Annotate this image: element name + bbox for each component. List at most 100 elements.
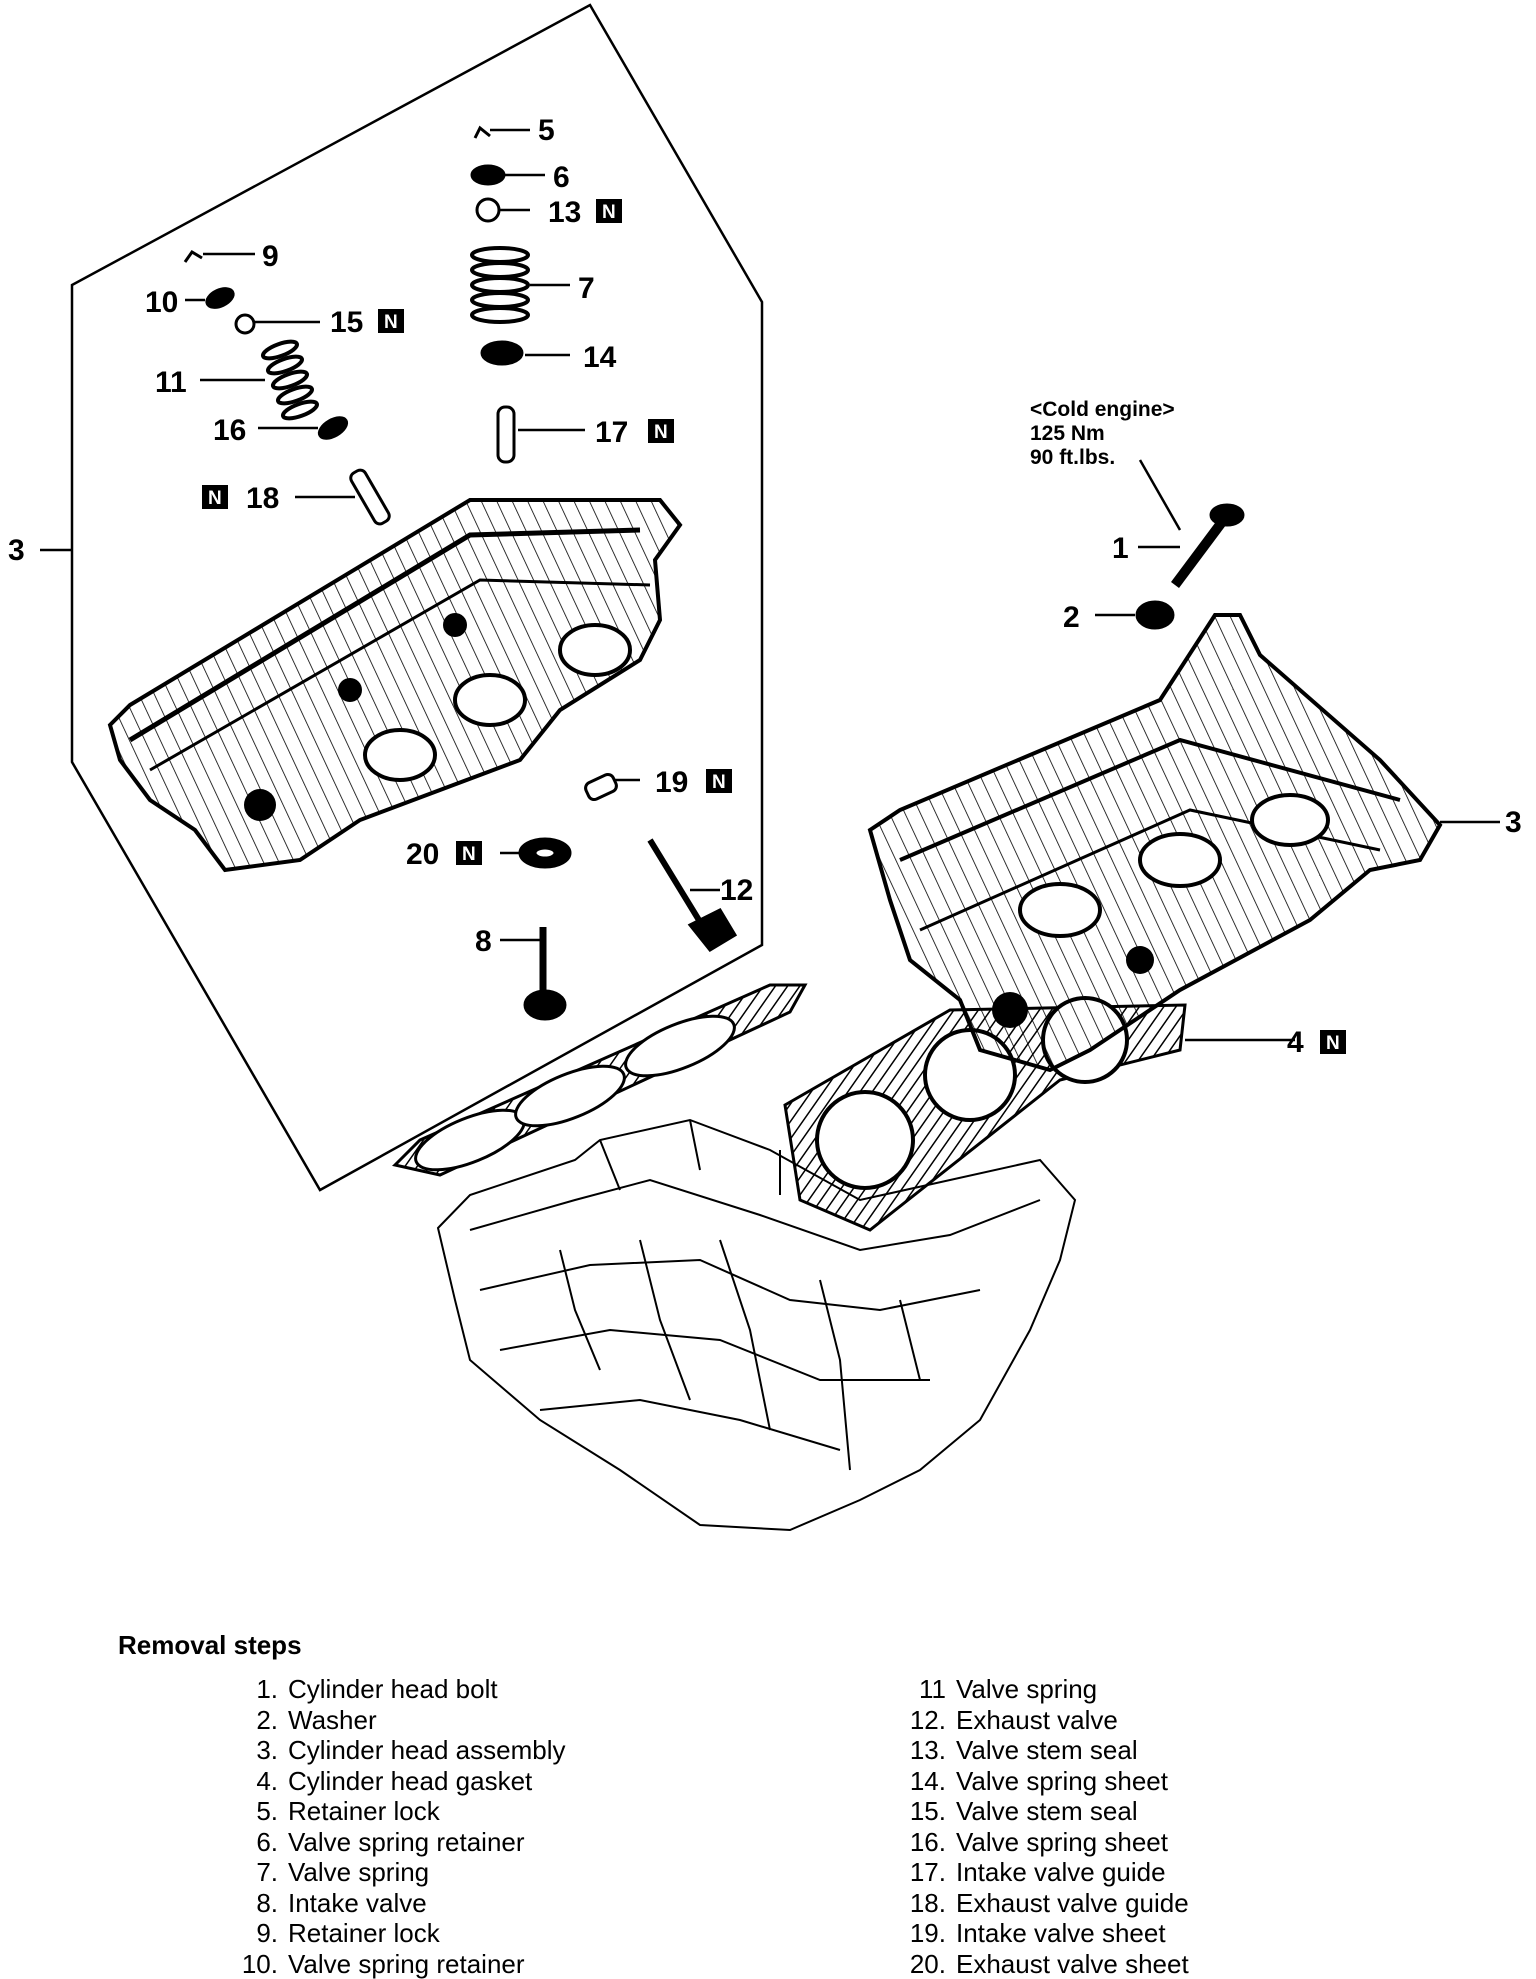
- left-cylinder-head: [110, 500, 680, 870]
- removal-step-number: 8.: [220, 1888, 288, 1919]
- removal-step-label: Valve spring retainer: [288, 1949, 525, 1979]
- removal-step-number: 20.: [888, 1949, 956, 1979]
- exploded-cylinder-head-diagram: 1 2 3 3 4 5 6 7 8 9 10 11 12 13 14 15 16…: [0, 0, 1536, 1600]
- torque-metric: 125 Nm: [1030, 422, 1105, 445]
- removal-step-item: 8.Intake valve: [220, 1888, 565, 1919]
- removal-step-label: Exhaust valve: [956, 1705, 1118, 1735]
- new-part-mark-4: N: [1320, 1030, 1346, 1054]
- removal-step-number: 19.: [888, 1918, 956, 1949]
- left-head-gasket: [395, 985, 805, 1182]
- torque-spec: <Cold engine> 125 Nm 90 ft.lbs.: [1030, 398, 1175, 469]
- new-part-mark-20: N: [456, 841, 482, 865]
- callout-3-right: 3: [1505, 806, 1522, 839]
- removal-step-number: 15.: [888, 1796, 956, 1827]
- removal-step-item: 4.Cylinder head gasket: [220, 1766, 565, 1797]
- removal-step-label: Valve spring: [956, 1674, 1097, 1704]
- svg-text:N: N: [654, 422, 668, 443]
- removal-step-label: Valve spring: [288, 1857, 429, 1887]
- callout-17: 17: [595, 416, 628, 449]
- removal-step-number: 7.: [220, 1857, 288, 1888]
- removal-step-label: Cylinder head gasket: [288, 1766, 532, 1796]
- new-part-mark-17: N: [648, 419, 674, 443]
- removal-step-number: 3.: [220, 1735, 288, 1766]
- new-part-mark-15: N: [378, 309, 404, 333]
- removal-step-item: 17.Intake valve guide: [888, 1857, 1189, 1888]
- removal-step-label: Valve spring sheet: [956, 1766, 1168, 1796]
- callout-5: 5: [538, 114, 555, 147]
- callout-19: 19: [655, 766, 688, 799]
- removal-step-label: Exhaust valve guide: [956, 1888, 1189, 1918]
- callout-2: 2: [1063, 601, 1080, 634]
- removal-step-label: Retainer lock: [288, 1796, 440, 1826]
- removal-step-number: 4.: [220, 1766, 288, 1797]
- callout-20: 20: [406, 838, 439, 871]
- removal-step-item: 16.Valve spring sheet: [888, 1827, 1189, 1858]
- removal-step-label: Valve spring retainer: [288, 1827, 525, 1857]
- callout-15: 15: [330, 306, 363, 339]
- callout-12: 12: [720, 874, 753, 907]
- callout-4: 4: [1287, 1026, 1304, 1059]
- removal-step-number: 10.: [220, 1949, 288, 1979]
- removal-step-number: 12.: [888, 1705, 956, 1736]
- removal-step-item: 15.Valve stem seal: [888, 1796, 1189, 1827]
- removal-step-item: 14.Valve spring sheet: [888, 1766, 1189, 1797]
- removal-step-label: Exhaust valve sheet: [956, 1949, 1189, 1979]
- removal-step-label: Valve stem seal: [956, 1796, 1138, 1826]
- removal-step-item: 12.Exhaust valve: [888, 1705, 1189, 1736]
- removal-step-item: 20.Exhaust valve sheet: [888, 1949, 1189, 1979]
- removal-step-number: 14.: [888, 1766, 956, 1797]
- svg-text:N: N: [712, 772, 726, 793]
- removal-step-label: Intake valve guide: [956, 1857, 1166, 1887]
- removal-step-item: 9.Retainer lock: [220, 1918, 565, 1949]
- removal-step-item: 6.Valve spring retainer: [220, 1827, 565, 1858]
- removal-step-item: 2.Washer: [220, 1705, 565, 1736]
- removal-step-number: 11: [888, 1674, 956, 1705]
- callout-13: 13: [548, 196, 581, 229]
- removal-step-item: 13.Valve stem seal: [888, 1735, 1189, 1766]
- removal-step-item: 10.Valve spring retainer: [220, 1949, 565, 1979]
- removal-step-label: Intake valve sheet: [956, 1918, 1166, 1948]
- removal-step-item: 19.Intake valve sheet: [888, 1918, 1189, 1949]
- removal-step-label: Retainer lock: [288, 1918, 440, 1948]
- engine-block: [438, 1120, 1075, 1530]
- callout-16: 16: [213, 414, 246, 447]
- removal-step-number: 5.: [220, 1796, 288, 1827]
- callout-7: 7: [578, 272, 595, 305]
- removal-step-number: 2.: [220, 1705, 288, 1736]
- removal-step-number: 9.: [220, 1918, 288, 1949]
- right-cylinder-head: [870, 615, 1440, 1070]
- removal-step-label: Cylinder head assembly: [288, 1735, 565, 1765]
- removal-step-number: 6.: [220, 1827, 288, 1858]
- removal-step-label: Washer: [288, 1705, 377, 1735]
- removal-steps-title: Removal steps: [118, 1630, 302, 1661]
- callout-1: 1: [1112, 532, 1129, 565]
- svg-text:N: N: [1326, 1033, 1340, 1054]
- removal-step-label: Cylinder head bolt: [288, 1674, 498, 1704]
- callout-8: 8: [475, 925, 492, 958]
- callout-9: 9: [262, 240, 279, 273]
- removal-step-item: 1.Cylinder head bolt: [220, 1674, 565, 1705]
- removal-step-label: Valve stem seal: [956, 1735, 1138, 1765]
- callout-6: 6: [553, 161, 570, 194]
- removal-step-label: Valve spring sheet: [956, 1827, 1168, 1857]
- new-part-mark-18: N: [202, 485, 228, 509]
- new-part-mark-19: N: [706, 769, 732, 793]
- torque-condition: <Cold engine>: [1030, 398, 1175, 421]
- callout-11: 11: [155, 366, 187, 399]
- removal-step-number: 16.: [888, 1827, 956, 1858]
- svg-text:N: N: [462, 844, 476, 865]
- torque-imperial: 90 ft.lbs.: [1030, 446, 1115, 469]
- svg-text:N: N: [208, 488, 222, 509]
- removal-step-label: Intake valve: [288, 1888, 427, 1918]
- removal-step-number: 13.: [888, 1735, 956, 1766]
- callout-14: 14: [583, 341, 617, 374]
- removal-step-item: 18.Exhaust valve guide: [888, 1888, 1189, 1919]
- removal-step-number: 18.: [888, 1888, 956, 1919]
- callout-10: 10: [145, 286, 178, 319]
- removal-step-item: 3.Cylinder head assembly: [220, 1735, 565, 1766]
- callout-3-left: 3: [8, 534, 25, 567]
